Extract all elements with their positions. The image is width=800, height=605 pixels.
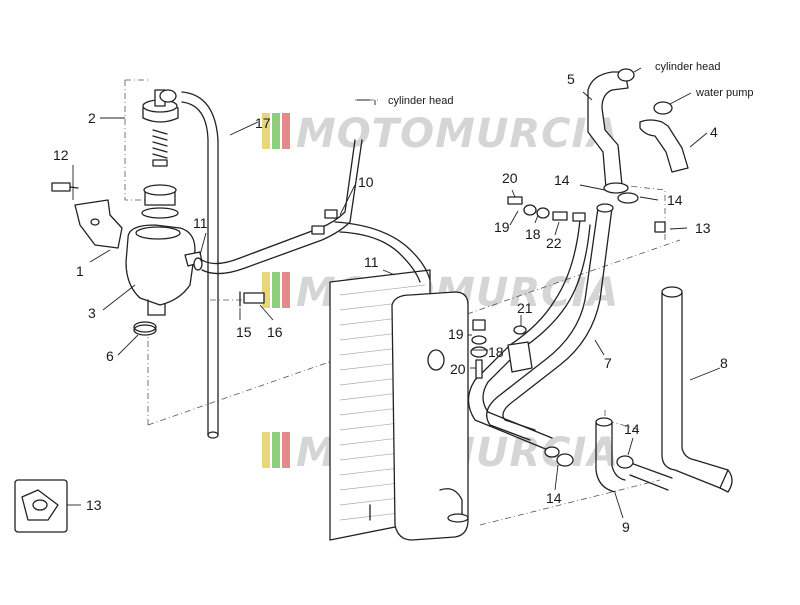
callout-8: 8: [720, 355, 728, 371]
callout-4: 4: [710, 124, 718, 140]
fitting-18-19-20-lower: [470, 319, 533, 379]
callout-10: 10: [358, 174, 374, 190]
annotation-cylinder-head-right: cylinder head: [655, 61, 720, 73]
callout-11a: 11: [193, 215, 208, 231]
watermark-stripe: [282, 432, 290, 468]
radiator: [329, 269, 469, 541]
annotation-cylinder-head-top: cylinder head: [388, 95, 453, 107]
watermark-top: MOTOMURCIA: [262, 111, 619, 157]
callout-14a: 14: [554, 172, 570, 188]
hose-5: [587, 68, 635, 194]
watermark-stripe: [262, 113, 270, 149]
callout-13a: 13: [695, 220, 711, 236]
watermark-stripe: [282, 272, 290, 308]
callout-12: 12: [53, 147, 69, 163]
clamps-14: [447, 446, 634, 523]
callout-22: 22: [546, 235, 562, 251]
callout-17: 17: [255, 115, 271, 131]
watermark-stripe: [282, 113, 290, 149]
callout-7: 7: [604, 355, 612, 371]
valve-16: [239, 291, 265, 307]
callout-labels: 2 12 1 3 6 11 15 16 17 cylinder head 10 …: [53, 61, 753, 535]
callout-14b: 14: [667, 192, 683, 208]
annotation-water-pump: water pump: [695, 87, 753, 99]
hose-7: [467, 203, 614, 451]
callout-20b: 20: [450, 361, 466, 377]
callout-14d: 14: [546, 490, 562, 506]
callout-21: 21: [517, 300, 533, 316]
expansion-tank-assembly: [125, 89, 203, 336]
callout-19b: 19: [448, 326, 464, 342]
watermark-stripe: [262, 432, 270, 468]
callout-9: 9: [622, 519, 630, 535]
inset-clip-13: [14, 479, 68, 533]
tank-bracket: [51, 182, 123, 249]
callout-18a: 18: [525, 226, 541, 242]
callout-3: 3: [88, 305, 96, 321]
hose-10: [193, 139, 431, 283]
callout-19a: 19: [494, 219, 510, 235]
callout-6: 6: [106, 348, 114, 364]
watermark-stripe: [272, 432, 280, 468]
callout-2: 2: [88, 110, 96, 126]
fitting-18-19-20-upper: [507, 196, 586, 222]
callout-11b: 11: [364, 254, 379, 270]
watermark-stripe: [262, 272, 270, 308]
callout-15: 15: [236, 324, 252, 340]
hose-9: [595, 417, 673, 493]
clip-13: [654, 221, 666, 233]
hose-4: [617, 101, 689, 204]
watermark-stripe: [272, 113, 280, 149]
callout-16: 16: [267, 324, 283, 340]
callout-1: 1: [76, 263, 84, 279]
hose-17: [181, 91, 219, 439]
callout-14c: 14: [624, 421, 640, 437]
callout-18b: 18: [488, 344, 504, 360]
hose-8: [661, 286, 733, 493]
watermark-text: MOTOMURCIA: [296, 111, 619, 157]
leader-lines: [67, 67, 721, 519]
callout-20a: 20: [502, 170, 518, 186]
callout-5: 5: [567, 71, 575, 87]
callout-13b: 13: [86, 497, 102, 513]
watermark-stripe: [272, 272, 280, 308]
